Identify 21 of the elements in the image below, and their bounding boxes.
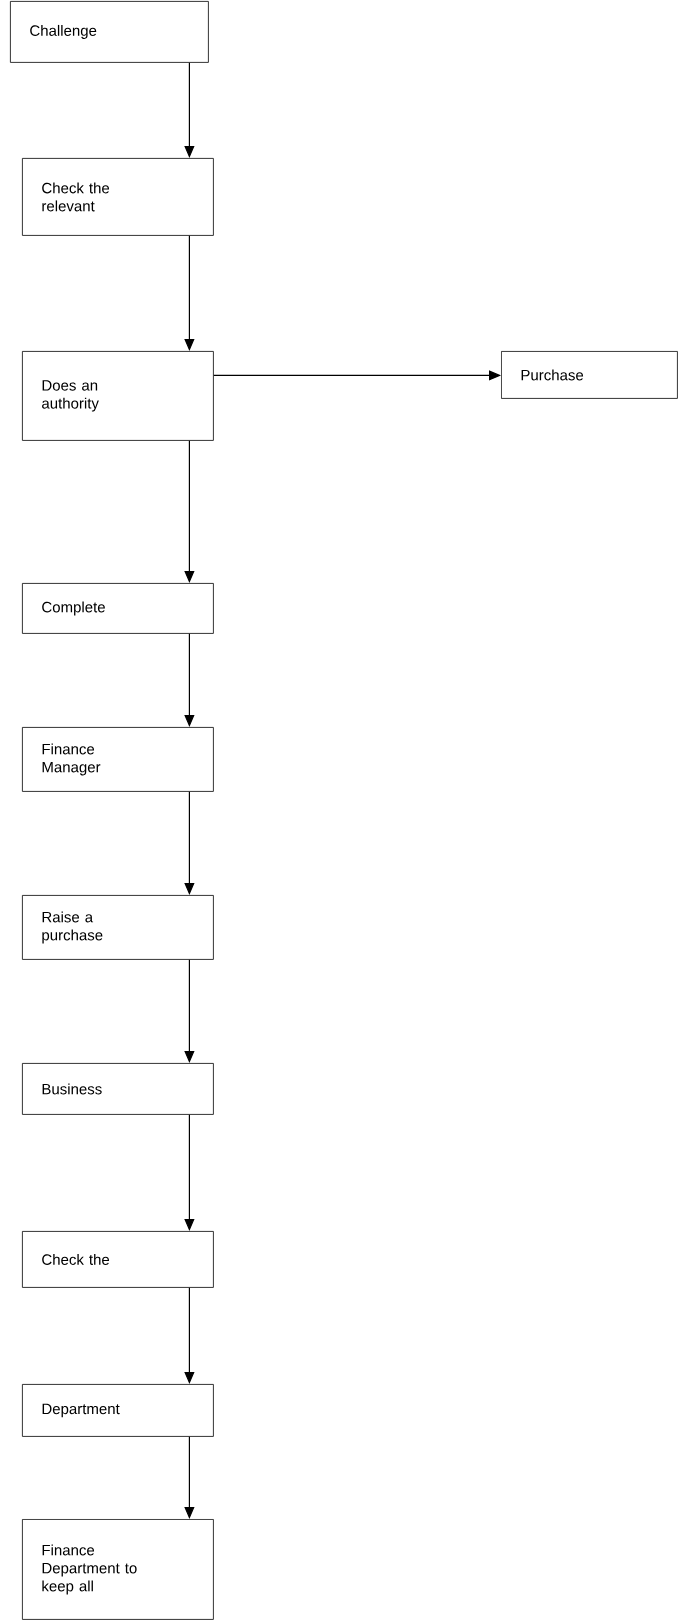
process-box: Finance Department to keep all — [22, 1519, 214, 1620]
process-box: Check the — [22, 1231, 214, 1288]
arrow — [184, 1287, 195, 1384]
arrow — [184, 791, 195, 895]
process-box: Check the relevant — [22, 158, 214, 236]
arrow — [184, 1114, 195, 1231]
arrow — [213, 370, 501, 381]
arrow — [184, 440, 195, 583]
process-box: Raise a purchase — [22, 895, 214, 960]
arrow — [184, 959, 195, 1063]
arrow — [184, 235, 195, 351]
process-box: Finance Manager — [22, 727, 214, 792]
arrow — [184, 633, 195, 727]
process-box: Purchase — [501, 351, 678, 399]
process-box: Department — [22, 1384, 214, 1437]
process-box: Business — [22, 1063, 214, 1115]
arrow — [184, 1436, 195, 1519]
process-box: Challenge — [10, 1, 209, 63]
process-box: Complete — [22, 583, 214, 634]
process-box: Does an authority — [22, 351, 214, 441]
arrow — [184, 62, 195, 158]
